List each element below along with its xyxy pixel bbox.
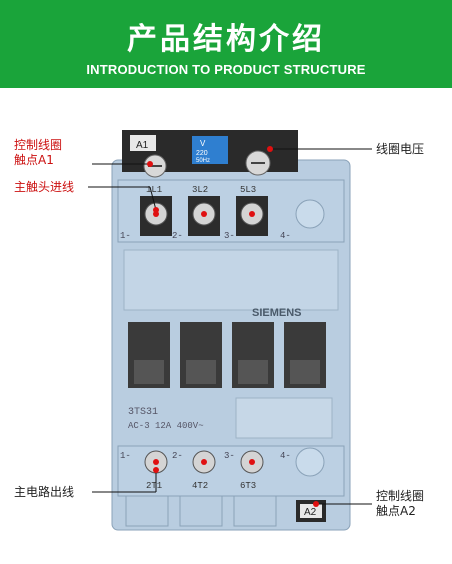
coil-voltage-value: 220: [196, 150, 208, 157]
callout-main-contact-inlet: 主触头进线: [14, 180, 75, 194]
callout-coil-voltage: 线圈电压: [376, 142, 425, 156]
page-subtitle: INTRODUCTION TO PRODUCT STRUCTURE: [86, 62, 366, 77]
terminal-a2-label: A2: [304, 507, 317, 518]
top-side-mark-4: 4-: [280, 231, 291, 241]
top-side-mark-2: 2-: [172, 231, 183, 241]
bottom-terminal-label-1: 2T1: [146, 481, 162, 491]
coil-v-label: V: [200, 139, 206, 148]
callout-a1-line2: 触点A1: [14, 153, 54, 167]
model-label: 3TS31: [128, 407, 158, 418]
bottom-terminal-label-2: 4T2: [192, 481, 208, 491]
bottom-side-mark-4: 4-: [280, 451, 291, 461]
aux-hole-top: [295, 199, 325, 229]
contactor-illustration: A1 V 220 50Hz 1L1 3L2 5L3 1- 2- 3- 4- SI…: [88, 130, 372, 531]
top-terminal-label-2: 3L2: [192, 185, 208, 195]
bottom-side-mark-3: 3-: [224, 451, 235, 461]
bottom-side-mark-1: 1-: [120, 451, 131, 461]
bottom-terminal-label-3: 6T3: [240, 481, 256, 491]
page-title: 产品结构介绍: [127, 22, 325, 57]
aux-hole-bottom: [295, 447, 325, 477]
terminal-a1-label: A1: [136, 140, 149, 151]
brand-label: SIEMENS: [252, 307, 302, 319]
top-side-mark-1: 1-: [120, 231, 131, 241]
header-banner: 产品结构介绍 INTRODUCTION TO PRODUCT STRUCTURE: [0, 0, 452, 88]
callout-a2-line2: 触点A2: [376, 504, 416, 518]
rating-label: AC-3 12A 400V~: [128, 421, 204, 431]
callout-coil-contact-a2: 控制线圈 触点A2: [376, 489, 424, 519]
top-side-mark-3: 3-: [224, 231, 235, 241]
top-terminal-label-3: 5L3: [240, 185, 256, 195]
callout-a1-line1: 控制线圈: [14, 138, 63, 152]
a1-tab: [130, 135, 156, 151]
bottom-side-mark-2: 2-: [172, 451, 183, 461]
callout-main-circuit-outlet: 主电路出线: [14, 485, 75, 499]
callout-coil-contact-a1: 控制线圈 触点A1: [14, 138, 62, 168]
coil-frequency-value: 50Hz: [196, 158, 210, 164]
coil-voltage-plate: [192, 136, 228, 164]
callout-a2-line1: 控制线圈: [376, 489, 425, 503]
top-terminal-label-1: 1L1: [146, 185, 162, 195]
